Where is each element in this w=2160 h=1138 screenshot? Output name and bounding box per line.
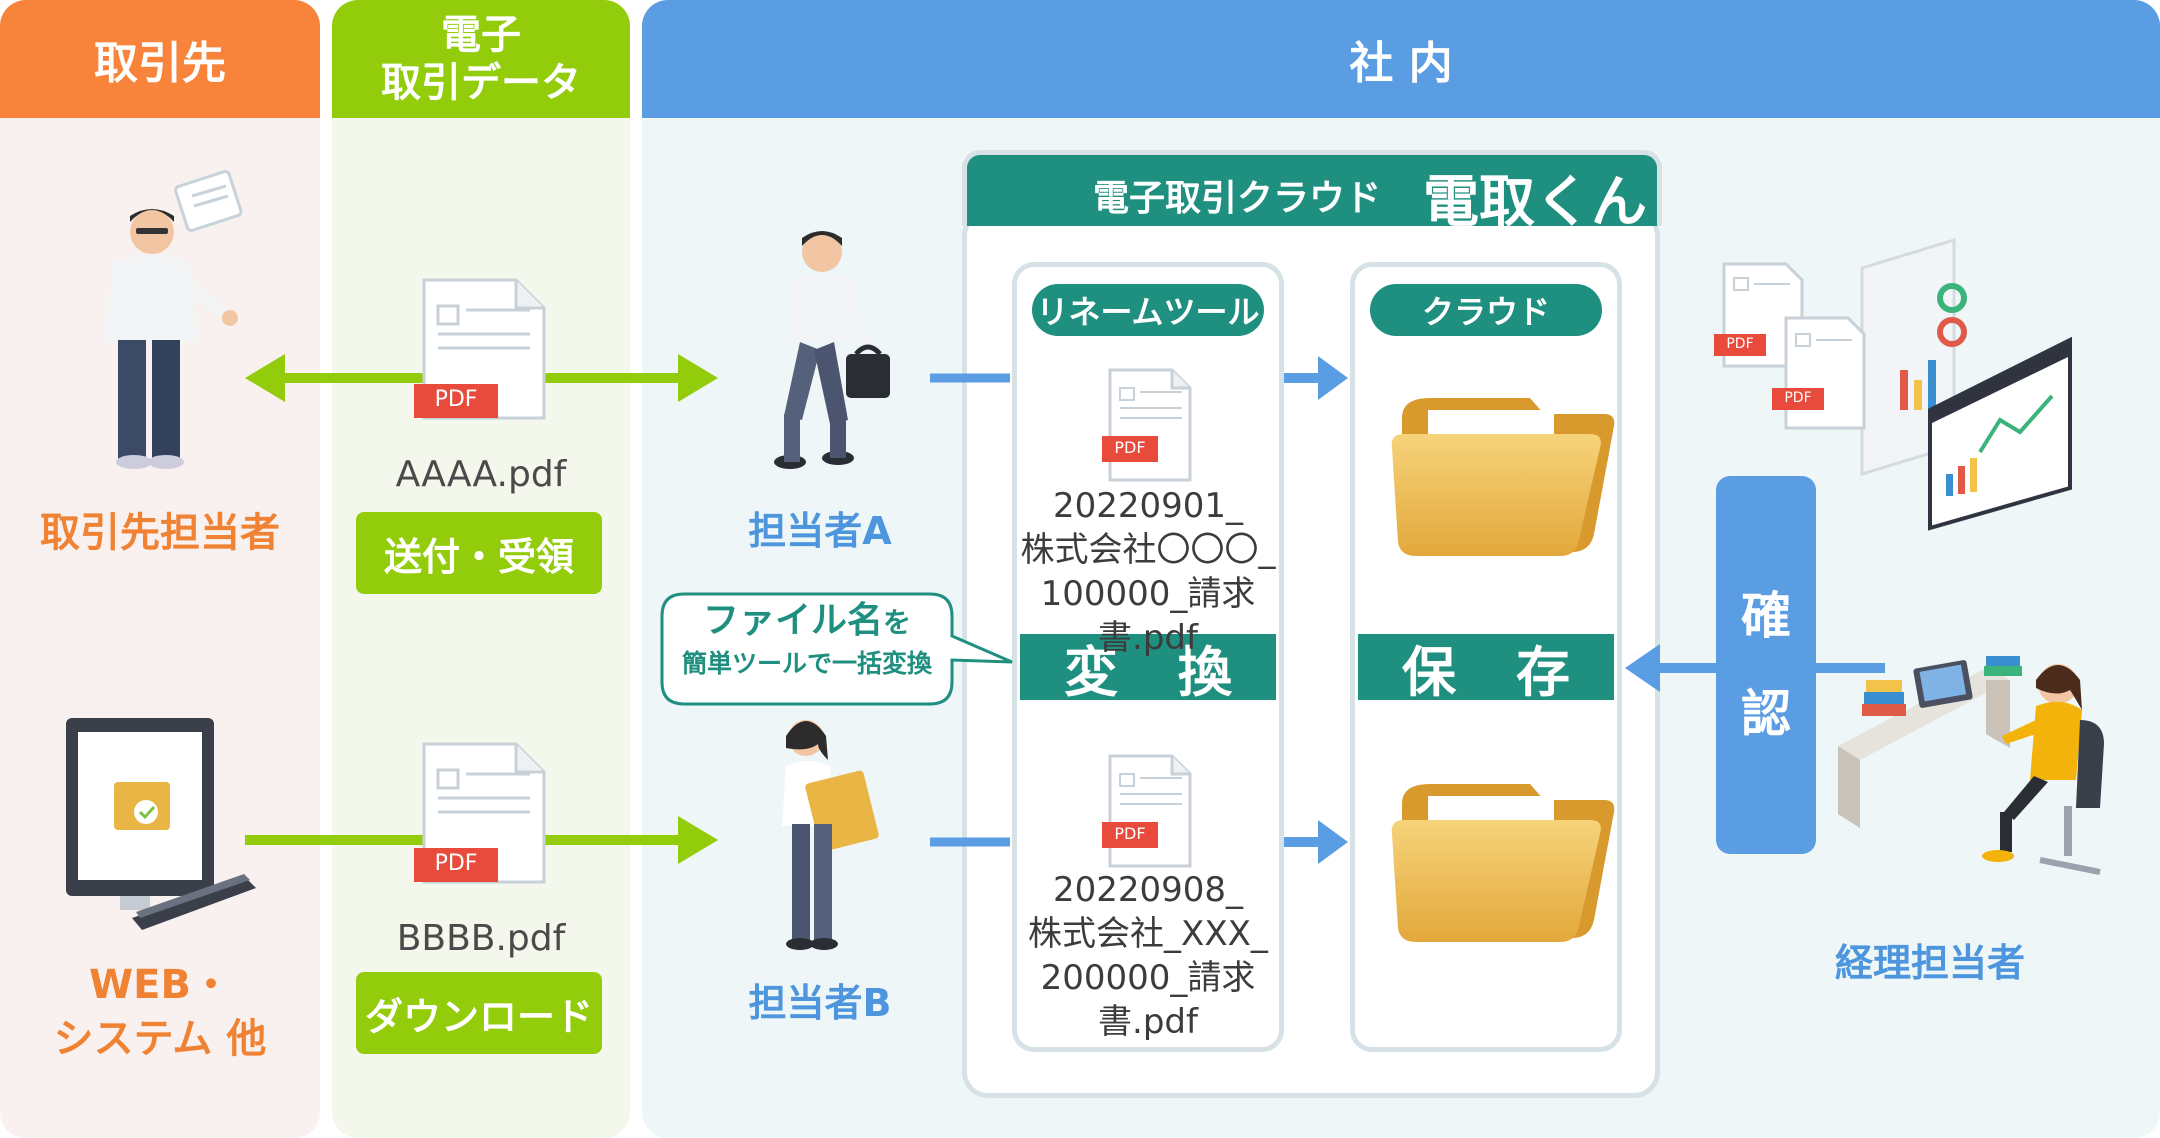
callout-text: ファイル名を 簡単ツールで一括変換 [681,600,932,678]
pdf-tag-renamed-a: PDF [1114,438,1146,457]
app-title-big: 電取くん [1423,170,1647,235]
accountant-illustration [1838,656,2104,875]
partner-column-bg [0,0,320,1138]
file-a-name: AAAA.pdf [395,454,567,495]
pdf-tag-stack-2: PDF [1784,390,1812,406]
renamed-pdf-b-icon [1102,754,1192,868]
person-b-illustration [782,720,879,950]
cloud-pill: クラウド [1370,284,1602,336]
partner-person-illustration [104,169,243,469]
edata-header: 電子 取引データ [332,0,630,118]
pdf-tag-b: PDF [434,851,478,876]
file-b-name: BBBB.pdf [396,918,566,959]
pdf-tag-renamed-b: PDF [1114,824,1146,843]
pdf-document-b [414,742,546,884]
app-title-bar: 電子取引クラウド 電取くん [962,150,1662,235]
pdf-tag-a: PDF [434,387,478,412]
callout-bubble [660,592,1013,706]
action-a-badge: 送付・受領 [356,512,602,594]
partner-system-label: WEB・ システム 他 [53,962,267,1062]
pdf-document-a [414,278,546,420]
partner-person-label: 取引先担当者 [40,510,280,556]
pdf-stack-icon [1714,262,1866,430]
pdf-tag-stack-1: PDF [1726,336,1754,352]
renamed-file-b: 20220908_ 株式会社_XXX_ 200000_請求書.pdf [1028,870,1268,1042]
partner-header: 取引先 [0,0,320,118]
action-b-badge: ダウンロード [356,972,602,1054]
cloud-folder-b [1391,784,1615,942]
person-b-label: 担当者B [748,981,892,1025]
renamed-pdf-a-icon [1102,368,1192,482]
app-title-small: 電子取引クラウド [1093,178,1382,219]
convert-band: 変換 [1020,634,1276,704]
internal-header: 社 内 [642,0,2160,118]
person-a-illustration [774,231,890,469]
blue-arrow-tool-to-cloud-b [1284,820,1348,864]
renamed-file-a: 20220901_ 株式会社〇〇〇_ 100000_請求書.pdf [1020,486,1276,658]
blue-arrow-tool-to-cloud-a [1284,356,1348,400]
computer-illustration [66,718,256,930]
cloud-folder-a [1391,398,1615,556]
rename-tool-pill: リネームツール [1032,284,1264,336]
person-a-label: 担当者A [748,509,892,553]
report-illustration [1860,237,2072,531]
save-band: 保存 [1358,634,1614,704]
confirm-bar: 確 認 [1716,476,1816,854]
accountant-label: 経理担当者 [1834,941,2025,985]
